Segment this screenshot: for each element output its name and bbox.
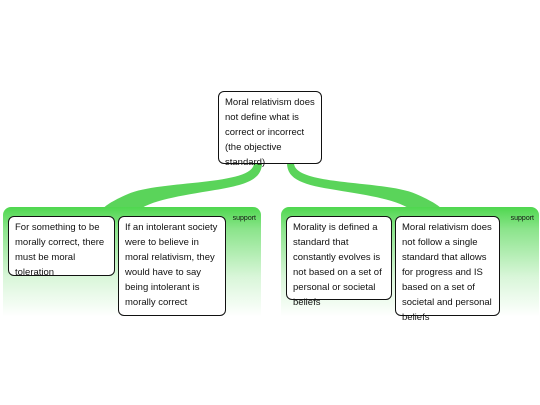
support-label: support	[510, 215, 534, 222]
connector-left	[100, 163, 262, 212]
right-node-1[interactable]: Morality is defined a standard that cons…	[286, 216, 392, 308]
root-node[interactable]: Moral relativism does not define what is…	[218, 91, 322, 168]
support-label: support	[232, 215, 256, 222]
left-node-2[interactable]: If an intolerant society were to believe…	[118, 216, 226, 316]
connector-right	[287, 163, 445, 212]
right-node-2[interactable]: Moral relativism does not follow a singl…	[395, 216, 500, 323]
left-node-1[interactable]: For something to be morally correct, the…	[8, 216, 115, 278]
